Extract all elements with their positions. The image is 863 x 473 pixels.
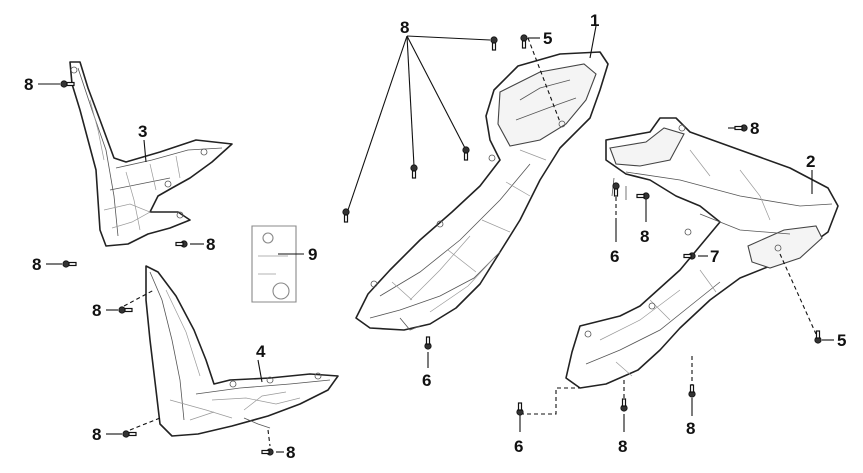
screw-icon <box>520 34 528 49</box>
part-9-bracket-plate <box>251 225 297 303</box>
screws <box>60 34 822 456</box>
screw-icon <box>490 36 498 51</box>
screw-icon <box>62 260 77 268</box>
callout-labels: 1 2 3 4 5 5 6 6 6 7 8 8 8 8 8 8 8 8 8 8 … <box>24 11 846 462</box>
part-4-leg-shield <box>145 265 339 437</box>
screw-icon <box>734 124 748 132</box>
callout-5-right: 5 <box>837 331 846 350</box>
callout-3: 3 <box>138 122 147 141</box>
callout-2: 2 <box>806 152 815 171</box>
callout-8-bottom: 8 <box>286 443 295 462</box>
callout-8-bottom-right-b: 8 <box>686 419 695 438</box>
screw-icon <box>462 146 470 161</box>
part-1-center-side-cover <box>355 51 609 331</box>
callout-8-bottom-left: 8 <box>92 425 101 444</box>
screw-icon <box>620 398 628 412</box>
callout-8-top-center: 8 <box>400 18 409 37</box>
screw-icon <box>60 80 75 88</box>
callout-6-bottom: 6 <box>514 437 523 456</box>
screw-icon <box>118 306 133 314</box>
screw-icon <box>261 448 274 456</box>
callout-6-right: 6 <box>610 247 619 266</box>
part-2-rear-side-cover <box>565 117 839 389</box>
callout-8-left-mid-right: 8 <box>206 235 215 254</box>
screw-icon <box>636 192 650 200</box>
screw-icon <box>342 208 350 223</box>
screw-icon <box>122 430 137 438</box>
callout-6-center: 6 <box>422 371 431 390</box>
callout-5-top: 5 <box>543 29 552 48</box>
callout-8-right-top: 8 <box>750 119 759 138</box>
part-3-inner-front-cover <box>69 61 233 247</box>
callout-9: 9 <box>308 245 317 264</box>
callout-7: 7 <box>710 247 719 266</box>
callout-8-left-mid: 8 <box>32 255 41 274</box>
screw-icon <box>612 182 620 197</box>
callout-1: 1 <box>590 11 599 30</box>
callout-4: 4 <box>256 342 266 361</box>
callout-8-right-mid: 8 <box>640 227 649 246</box>
callout-8-upper-left: 8 <box>24 75 33 94</box>
callout-8-bottom-right-a: 8 <box>618 437 627 456</box>
screw-icon <box>683 252 696 260</box>
screw-icon <box>175 240 188 248</box>
screw-icon <box>516 402 524 416</box>
screw-icon <box>424 336 432 350</box>
callout-8-left-lower: 8 <box>92 301 101 320</box>
screw-icon <box>688 384 696 398</box>
screw-icon <box>814 330 822 344</box>
screw-icon <box>410 164 418 179</box>
